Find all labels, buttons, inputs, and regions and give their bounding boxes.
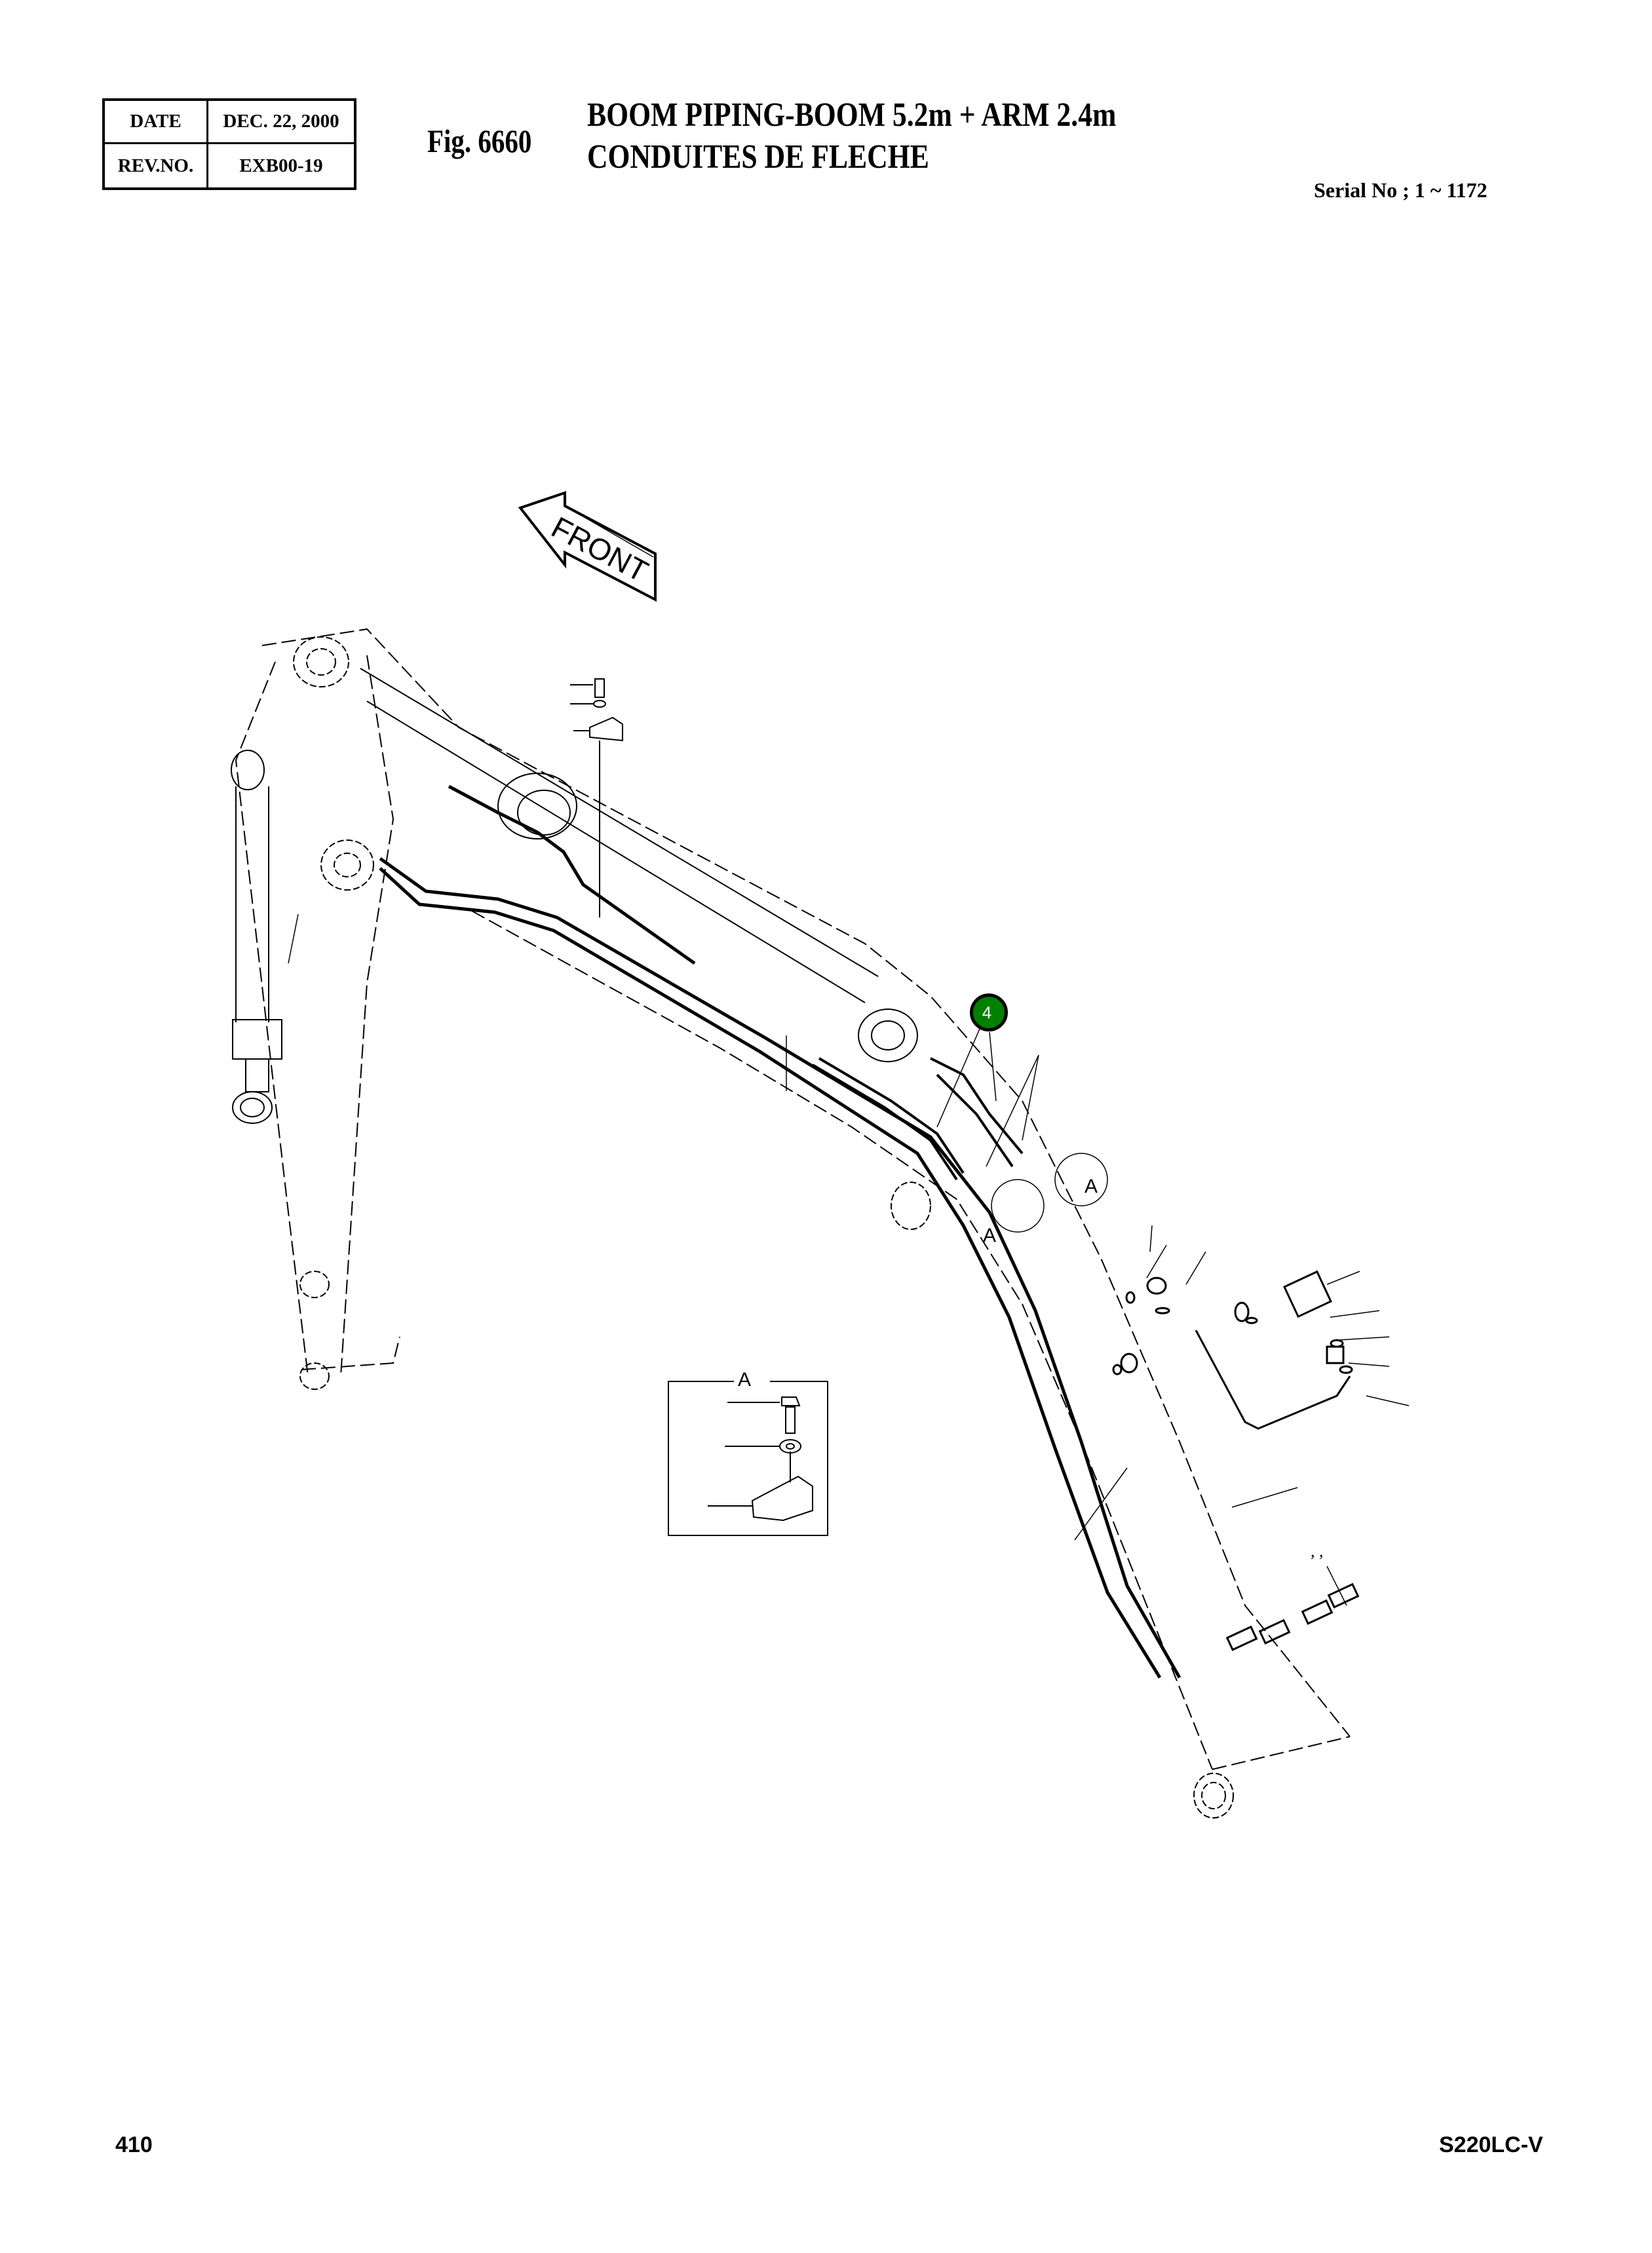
part-leaders (288, 914, 1410, 1606)
front-direction-arrow-icon: FRONT (518, 491, 657, 602)
arm-cylinder (231, 750, 282, 1124)
date-value: DEC. 22, 2000 (208, 101, 354, 144)
boom-cylinder (360, 668, 918, 1062)
detail-view-label: A (738, 1369, 751, 1391)
section-marker-a-right: A (1085, 1176, 1098, 1197)
pin-bosses (293, 636, 1234, 1819)
page-number: 410 (115, 2132, 153, 2157)
detail-a-box: A (668, 1369, 828, 1536)
revision-block: DATE DEC. 22, 2000 REV.NO. EXB00-19 (102, 98, 356, 190)
serial-range: Serial No ; 1 ~ 1172 (1314, 178, 1488, 202)
lower-clamps (1225, 1583, 1360, 1651)
rev-label: REV.NO. (105, 144, 208, 187)
callout-leaders (936, 1028, 1039, 1167)
boom-steel-pipes (379, 784, 1181, 1679)
date-label: DATE (105, 101, 208, 144)
boom-outline (235, 628, 1351, 1770)
fittings-exploded (1112, 1270, 1353, 1430)
rev-value: EXB00-19 (239, 155, 323, 176)
figure-number: Fig. 6660 (427, 123, 532, 159)
stray-marks: , , (1311, 1541, 1324, 1560)
figure-title-french: CONDUITES DE FLECHE (587, 138, 929, 176)
section-marker-a-left: A (983, 1225, 996, 1246)
upper-clamp-exploded (570, 678, 623, 917)
section-circles: A A (983, 1153, 1108, 1246)
callout-bubble-4[interactable]: 4 (970, 993, 1008, 1031)
hose-assemblies (811, 1057, 1024, 1181)
figure-title-english: BOOM PIPING-BOOM 5.2m + ARM 2.4m (587, 96, 1117, 134)
machine-model: S220LC-V (1439, 2132, 1543, 2157)
